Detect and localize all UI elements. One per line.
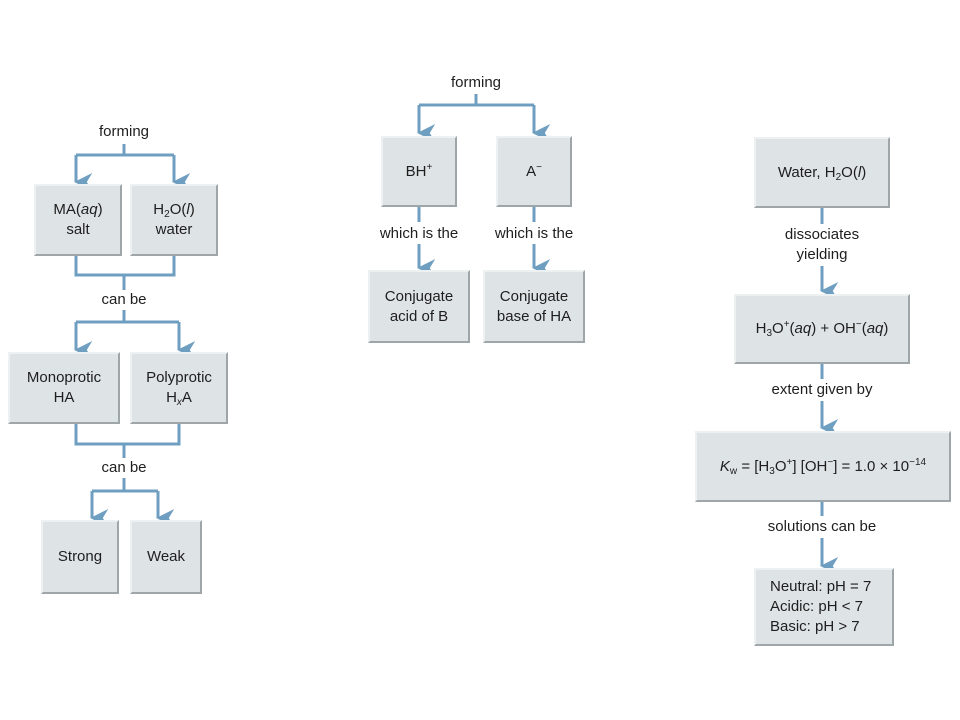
monoprotic-text: Monoprotic — [26, 369, 102, 386]
box-bh-plus: BH+ — [381, 136, 457, 207]
col2-which-is-the-label-1: which is the — [376, 224, 462, 244]
strong-text: Strong — [57, 548, 103, 565]
conj-base-line1: Conjugate — [499, 287, 569, 305]
box-water: Water, H2O(l) — [754, 137, 890, 208]
a-minus-text: A− — [526, 161, 542, 180]
ha-text: HA — [53, 389, 75, 406]
polyprotic-text: Polyprotic — [146, 369, 212, 386]
bh-plus-text: BH+ — [405, 161, 433, 180]
col1-can-be-label-1: can be — [98, 290, 150, 310]
col1-join2 — [74, 424, 181, 446]
water-text: water — [155, 221, 193, 238]
conj-acid-line1: Conjugate — [384, 287, 454, 305]
dissociates-label: dissociates yielding — [781, 225, 863, 265]
box-ph-conditions: Neutral: pH = 7 Acidic: pH < 7 Basic: pH… — [754, 568, 894, 646]
conj-base-line2: base of HA — [496, 307, 572, 325]
kw-equation-text: Kw = [H3O+] [OH−] = 1.0 × 10−14 — [719, 456, 927, 477]
conj-acid-line2: acid of B — [389, 307, 449, 325]
box-monoprotic: Monoprotic HA — [8, 352, 120, 424]
salt-text: salt — [66, 221, 90, 238]
weak-text: Weak — [146, 548, 186, 565]
hxa-text: HxA — [166, 389, 192, 408]
ma-aq-text: MA(aq) — [53, 201, 103, 218]
water-h2o-text: Water, H2O(l) — [777, 163, 867, 183]
box-weak: Weak — [130, 520, 202, 594]
box-kw: Kw = [H3O+] [OH−] = 1.0 × 10−14 — [695, 431, 951, 502]
col1-forming-label: forming — [95, 122, 153, 142]
box-a-minus: A− — [496, 136, 572, 207]
box-ions: H3O+(aq) + OH−(aq) — [734, 294, 910, 364]
box-strong: Strong — [41, 520, 119, 594]
col2-which-is-the-label-2: which is the — [491, 224, 577, 244]
box-conjugate-acid: Conjugate acid of B — [368, 270, 470, 343]
dissociates-line1: dissociates — [784, 226, 860, 243]
solutions-label: solutions can be — [764, 517, 880, 537]
ions-text: H3O+(aq) + OH−(aq) — [755, 319, 889, 339]
col2-forming-label: forming — [447, 73, 505, 93]
neutral-text: Neutral: pH = 7 — [770, 578, 872, 595]
box-conjugate-base: Conjugate base of HA — [483, 270, 585, 343]
box-h2o-water: H2O(l) water — [130, 184, 218, 256]
col1-can-be-label-2: can be — [98, 458, 150, 478]
box-ma-salt: MA(aq) salt — [34, 184, 122, 256]
col1-join1 — [74, 256, 176, 277]
acidic-text: Acidic: pH < 7 — [770, 598, 863, 615]
extent-label: extent given by — [768, 380, 876, 400]
basic-text: Basic: pH > 7 — [770, 618, 860, 635]
box-polyprotic: Polyprotic HxA — [130, 352, 228, 424]
h2o-text: H2O(l) — [153, 201, 195, 220]
dissociates-line2: yielding — [796, 246, 848, 263]
